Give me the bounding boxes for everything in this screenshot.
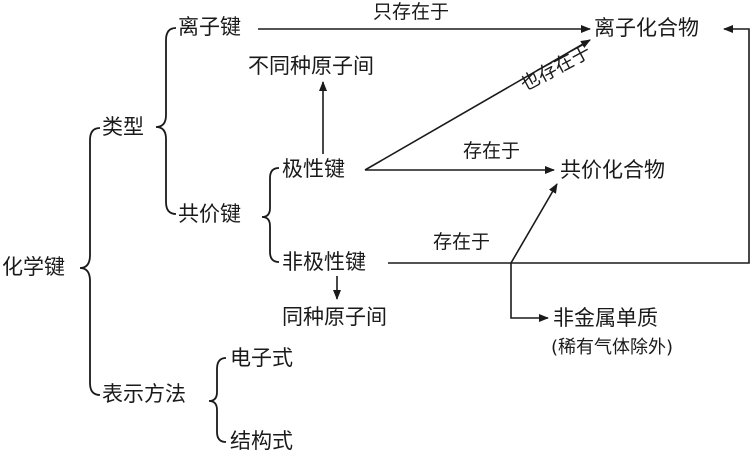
same-atoms-node: 同种原子间 (282, 305, 387, 329)
covalent-compound-node: 共价化合物 (560, 158, 665, 182)
notation-node: 表示方法 (102, 382, 186, 406)
arrow-nonpolar-to-nonmetal-element (510, 263, 549, 322)
edge-label-only-exists-in: 只存在于 (373, 1, 450, 23)
edge-label-exists-in-nonpolar: 存在于 (433, 231, 491, 253)
ionic-bond-node: 离子键 (178, 15, 241, 39)
edge-label-exists-in-polar: 存在于 (463, 140, 521, 162)
arrow-polar-to-ionic-compound (364, 39, 591, 171)
structural-formula-node: 结构式 (230, 429, 293, 453)
root-node: 化学键 (2, 255, 65, 279)
arrow-nonpolar-to-ionic-compound (388, 25, 750, 264)
notation-brace (208, 357, 227, 443)
types-brace (155, 27, 177, 215)
nonmetal-note: (稀有气体除外) (551, 337, 674, 358)
ionic-compound-node: 离子化合物 (594, 16, 699, 40)
polar-bond-node: 极性键 (282, 157, 345, 181)
covalent-bond-node: 共价键 (178, 202, 241, 226)
nonmetal-element-node: 非金属单质 (553, 306, 658, 330)
types-node: 类型 (102, 115, 144, 139)
covalent-brace (261, 167, 280, 263)
different-atoms-node: 不同种原子间 (248, 54, 374, 78)
arrow-nonpolar-to-covalent-compound (510, 183, 558, 264)
nonpolar-bond-node: 非极性键 (282, 250, 366, 274)
root-brace (79, 127, 101, 396)
electron-formula-node: 电子式 (230, 346, 293, 370)
